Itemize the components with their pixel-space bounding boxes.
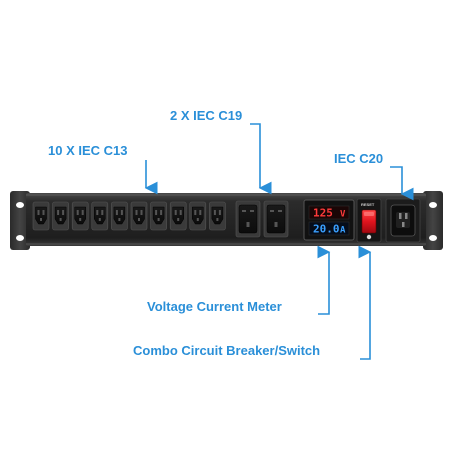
c20-inlet	[385, 198, 421, 243]
right-mounting-ear	[423, 191, 443, 250]
c13-outlet	[91, 201, 109, 231]
c13-outlet	[71, 201, 89, 231]
left-mounting-ear	[10, 191, 30, 250]
c13-outlets	[32, 201, 226, 231]
callout-c20: IEC C20	[334, 151, 384, 166]
current-readout: 20.0	[313, 223, 340, 236]
c19-outlet	[235, 200, 261, 238]
callout-c19: 2 X IEC C19	[170, 108, 243, 123]
callout-voltage-current-meter: Voltage Current Meter	[147, 299, 282, 314]
c13-outlet	[209, 201, 226, 231]
c13-outlet	[150, 201, 167, 231]
c13-outlet	[111, 201, 128, 231]
c13-outlet	[189, 201, 207, 231]
voltage-current-meter: 125 V 20.0 A	[303, 199, 355, 241]
callout-c13: 10 X IEC C13	[48, 143, 128, 158]
voltage-unit: V	[340, 210, 346, 220]
voltage-readout: 125	[313, 207, 333, 220]
c13-outlet	[130, 201, 148, 231]
callout-breaker-switch: Combo Circuit Breaker/Switch	[133, 343, 321, 358]
c13-outlet	[169, 201, 187, 231]
reset-label: RESET	[361, 202, 375, 207]
reset-button	[366, 234, 372, 240]
c19-outlets	[235, 200, 289, 238]
c19-outlet	[263, 200, 289, 238]
current-unit: A	[340, 226, 346, 236]
c13-outlet	[32, 201, 50, 231]
callout-lines	[144, 123, 414, 360]
circuit-breaker-switch: RESET	[356, 198, 382, 243]
c13-outlet	[52, 201, 69, 231]
